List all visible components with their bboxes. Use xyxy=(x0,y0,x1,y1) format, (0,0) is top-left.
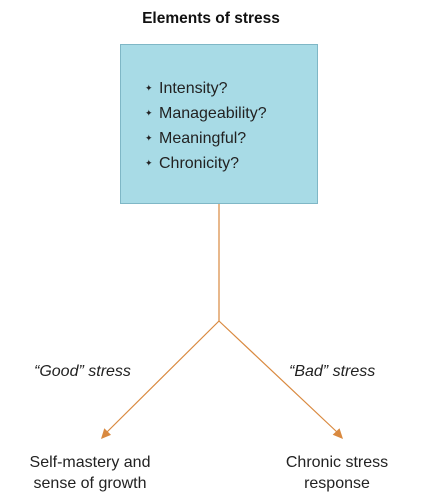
right-arrowhead-icon xyxy=(332,428,343,439)
element-label: Meaningful? xyxy=(159,130,247,147)
left-branch-line xyxy=(105,320,220,434)
element-label: Manageability? xyxy=(159,105,267,122)
bullet-icon: ✦ xyxy=(145,158,153,168)
good-stress-label: “Good” stress xyxy=(34,363,131,380)
element-item: ✦ Manageability? xyxy=(145,101,267,126)
elements-box: ✦ Intensity? ✦ Manageability? ✦ Meaningful?… xyxy=(120,44,318,204)
bad-stress-label: “Bad” stress xyxy=(289,363,376,380)
good-outcome: Self-mastery and sense of growth xyxy=(0,452,180,494)
element-label: Chronicity? xyxy=(159,155,240,172)
bad-outcome: Chronic stress response xyxy=(270,452,404,494)
bad-outcome-line2: response xyxy=(304,475,370,492)
elements-list: ✦ Intensity? ✦ Manageability? ✦ Meaningful?… xyxy=(145,76,267,176)
right-branch-line xyxy=(218,320,339,434)
bad-outcome-line1: Chronic stress xyxy=(285,454,389,471)
element-label: Intensity? xyxy=(159,80,228,97)
element-item: ✦ Chronicity? xyxy=(145,151,267,176)
element-item: ✦ Meaningful? xyxy=(145,126,267,151)
element-item: ✦ Intensity? xyxy=(145,76,267,101)
bullet-icon: ✦ xyxy=(145,83,153,93)
diagram-title: Elements of stress xyxy=(142,10,280,27)
bullet-icon: ✦ xyxy=(145,108,153,118)
bullet-icon: ✦ xyxy=(145,133,153,143)
left-arrowhead-icon xyxy=(101,428,111,439)
good-outcome-line1: Self-mastery and xyxy=(29,454,151,471)
good-outcome-line2: sense of growth xyxy=(33,475,147,492)
